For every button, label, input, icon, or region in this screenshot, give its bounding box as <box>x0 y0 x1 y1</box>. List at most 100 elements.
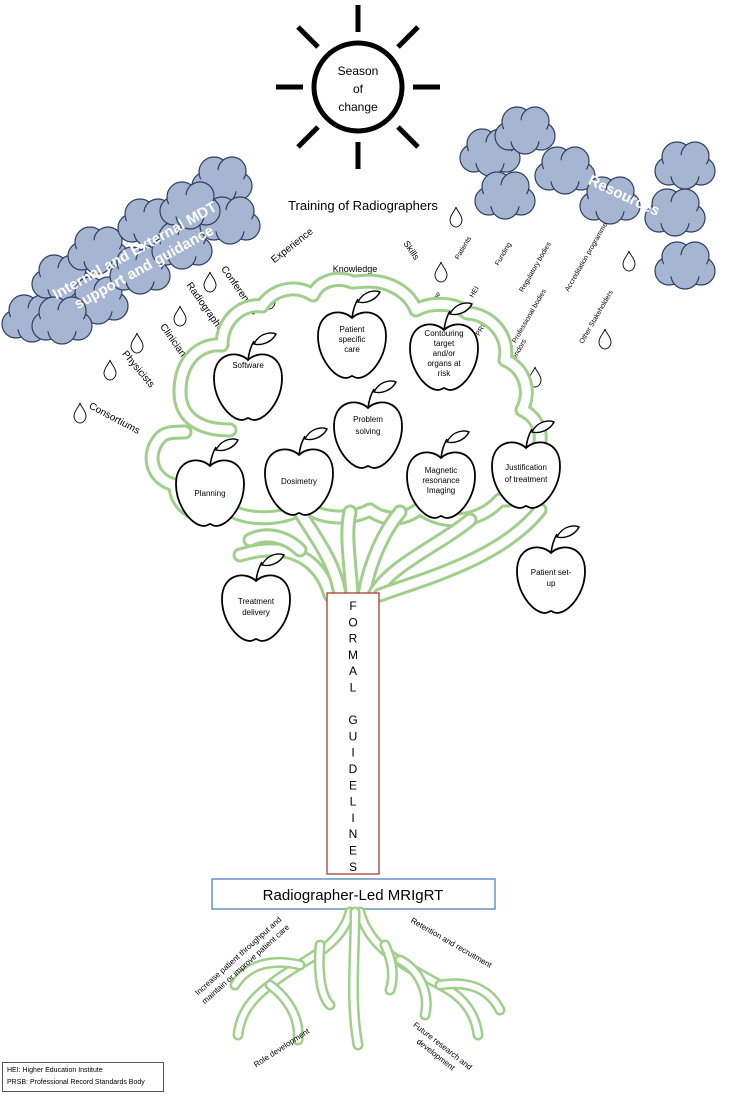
mdt-item: Physicists <box>119 349 156 390</box>
apple-problem-solving: Problem solving <box>333 380 403 469</box>
apple-icon <box>264 427 334 516</box>
branch-inner <box>369 515 475 600</box>
root-inner <box>437 980 503 1013</box>
trunk-letter: I <box>351 746 354 760</box>
apple-icon <box>175 438 245 527</box>
sun-ray <box>296 125 320 149</box>
trunk-letter: A <box>349 664 357 678</box>
cloud <box>654 141 716 190</box>
root-inner <box>232 959 303 988</box>
root-inner <box>382 942 396 993</box>
mdt-item: Experience <box>269 226 316 266</box>
apple-label: target <box>434 339 455 348</box>
resource-item: HEI <box>469 285 481 299</box>
sun-ray <box>296 25 320 49</box>
trunk-letter: L <box>350 795 357 809</box>
root-inner <box>316 942 333 1008</box>
cloud <box>474 171 536 220</box>
apple-label: Patient set- <box>531 568 572 577</box>
training-item-skills: Skills <box>401 239 422 262</box>
trunk-letter: E <box>349 778 357 792</box>
roots <box>229 906 506 1051</box>
trunk-letter: F <box>349 599 356 613</box>
apple-label: Patient <box>340 325 366 334</box>
apple-label: Contouring <box>424 329 463 338</box>
trunk-letter: S <box>349 860 357 874</box>
raindrop <box>434 261 448 283</box>
root-inner <box>267 982 302 1043</box>
cloud <box>494 106 556 155</box>
apple-label: Problem <box>353 415 383 424</box>
apple-contouring: Contouring target and/or organs at risk <box>409 302 479 391</box>
branch-inner <box>295 507 345 600</box>
resource-item: Accreditation programme <box>564 222 609 293</box>
trunk-letter: G <box>348 713 357 727</box>
apple-label: Dosimetry <box>281 477 317 486</box>
legend-hei: HEI: Higher Education Institute <box>7 1067 103 1074</box>
apple-label: Justification <box>505 463 547 472</box>
trunk-letter: M <box>348 648 358 662</box>
apple-label: of treatment <box>505 475 548 484</box>
sun-label-3: change <box>338 100 378 114</box>
apple-mri: Magnetic resonance Imaging <box>406 430 476 519</box>
cloud <box>654 241 716 290</box>
sun-label-1: Season <box>338 64 379 78</box>
raindrop <box>598 328 612 350</box>
sun-ray <box>396 125 420 149</box>
apple-label: organs at <box>427 359 461 368</box>
apple-patient-care: Patient specific care <box>317 290 387 379</box>
training-item-knowledge: Knowledge <box>333 264 378 274</box>
legend-prsb: PRSB: Professional Record Standards Body <box>7 1079 145 1086</box>
sun-disc <box>311 40 405 134</box>
apple-label: risk <box>438 369 451 378</box>
apple-label: Planning <box>194 489 225 498</box>
raindrop <box>622 250 636 272</box>
apple-label: Magnetic <box>425 466 457 475</box>
trunk-letter: U <box>349 729 358 743</box>
branch-inner <box>359 507 405 600</box>
apple-patient-setup: Patient set- up <box>516 525 586 614</box>
apple-dosimetry: Dosimetry <box>264 427 334 516</box>
raindrop <box>73 402 87 424</box>
raindrop <box>103 359 117 381</box>
apple-justification: Justification of treatment <box>491 420 561 509</box>
apple-treatment-delivery: Treatment delivery <box>221 553 291 642</box>
left-cloud-group: Internal and External MDT support and gu… <box>1 156 261 345</box>
resource-item: Regulatory bodies <box>519 241 554 294</box>
banner-label: Radiographer-Led MRIgRT <box>263 887 444 904</box>
apple-label: up <box>547 579 556 588</box>
resource-item: Patients <box>454 235 473 261</box>
legend-box: HEI: Higher Education Institute PRSB: Pr… <box>2 1062 164 1092</box>
root-inner <box>350 909 361 1048</box>
apple-icon <box>333 380 403 469</box>
branch-inner <box>375 505 545 600</box>
trunk-letter: R <box>349 632 358 646</box>
root-inner <box>397 957 430 1018</box>
root-label-future: Future research and development <box>411 1020 473 1073</box>
apple-label: resonance <box>422 476 460 485</box>
trunk <box>326 592 380 875</box>
sun-ray <box>396 25 420 49</box>
resource-item: Professional bodies <box>511 288 548 345</box>
sun: Season of change <box>276 5 440 169</box>
banner-box <box>211 878 496 910</box>
trunk-letter: L <box>350 681 357 695</box>
apple-label: delivery <box>242 608 270 617</box>
apple-planning: Planning <box>175 438 245 527</box>
apple-label: and/or <box>433 349 456 358</box>
trunk-letter: N <box>349 827 358 841</box>
raindrop <box>130 332 144 354</box>
branch-inner <box>343 507 357 600</box>
apple-label: Software <box>232 361 264 370</box>
branch-inner <box>245 531 305 555</box>
apple-label: Treatment <box>238 597 275 606</box>
trunk-letter: D <box>349 762 358 776</box>
apple-software: Software <box>213 332 283 421</box>
mdt-item: Consortiums <box>87 401 142 437</box>
apple-label: specific <box>339 335 366 344</box>
diagram-title: Training of Radiographers <box>288 198 438 213</box>
apple-label: solving <box>356 427 381 436</box>
root-label-role: Role development <box>252 1026 312 1069</box>
trunk-letter: E <box>349 844 357 858</box>
